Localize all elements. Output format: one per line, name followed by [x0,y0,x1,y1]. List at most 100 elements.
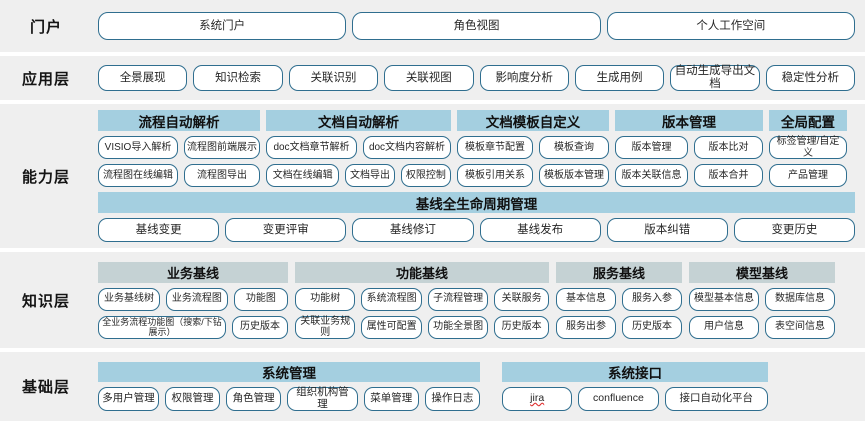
know-item-related-service[interactable]: 关联服务 [494,287,549,311]
application-row: 全景展现 知识检索 关联识别 关联视图 影响度分析 生成用例 自动生成导出文档 … [92,65,855,91]
cap-item-flow-frontend-display[interactable]: 流程图前端展示 [184,136,260,159]
layer-knowledge: 知识层 业务基线 业务基线树 业务流程图 功能图 全业务流程功能图（搜索/下钻展… [0,252,865,348]
portal-item-system-portal[interactable]: 系统门户 [98,12,347,40]
know-item-service-output-params[interactable]: 服务出参 [556,315,616,339]
cap-item-template-version-mgmt[interactable]: 模板版本管理 [539,164,609,187]
group-row: 产品管理 [769,164,847,187]
layer-capability: 能力层 流程自动解析 VISIO导入解析 流程图前端展示 流程图在线编辑 流程图… [0,104,865,248]
layer-body-base: 系统管理 多用户管理 权限管理 角色管理 组织机构管理 菜单管理 操作日志 系统… [92,352,865,421]
know-item-service-input-params[interactable]: 服务入参 [622,287,682,311]
cap-item-flow-export[interactable]: 流程图导出 [184,164,260,187]
cap-item-doc-chapter-parse[interactable]: doc文档章节解析 [266,136,357,159]
base-item-org-structure-mgmt[interactable]: 组织机构管理 [287,386,358,411]
cap-item-template-query[interactable]: 模板查询 [539,136,609,159]
know-item-user-info[interactable]: 用户信息 [689,315,759,339]
layer-label-base: 基础层 [21,379,70,396]
know-item-business-flowchart[interactable]: 业务流程图 [165,287,228,311]
knowledge-group-model-baseline: 模型基线 模型基本信息 数据库信息 用户信息 表空间信息 [689,261,835,339]
know-item-attribute-configurable[interactable]: 属性可配置 [361,315,422,339]
baseline-item-release[interactable]: 基线发布 [479,218,601,242]
group-row: 用户信息 表空间信息 [689,315,835,339]
group-row: 流程图在线编辑 流程图导出 [98,164,260,187]
base-item-role-mgmt[interactable]: 角色管理 [226,387,282,411]
group-header-service-baseline: 服务基线 [556,261,682,283]
cap-item-version-relation-info[interactable]: 版本关联信息 [615,164,688,187]
know-item-history-version-service[interactable]: 历史版本 [622,315,682,339]
capability-group-process-parse: 流程自动解析 VISIO导入解析 流程图前端展示 流程图在线编辑 流程图导出 [98,110,260,187]
know-item-function-panorama[interactable]: 功能全景图 [427,315,489,339]
cap-item-tag-mgmt-custom[interactable]: 标签管理/自定义 [769,136,847,159]
cap-item-template-reference[interactable]: 模板引用关系 [457,164,533,187]
group-row: 关联业务规则 属性可配置 功能全景图 历史版本 [295,315,549,339]
group-header-business-baseline: 业务基线 [98,261,288,283]
group-header-system-mgmt: 系统管理 [98,362,480,382]
base-group-system-mgmt: 系统管理 多用户管理 权限管理 角色管理 组织机构管理 菜单管理 操作日志 [98,362,480,411]
group-row: 基本信息 服务入参 [556,287,682,311]
know-item-database-info[interactable]: 数据库信息 [765,287,835,311]
know-item-tablespace-info[interactable]: 表空间信息 [765,315,835,339]
app-item-relation-identify[interactable]: 关联识别 [288,65,379,91]
cap-item-template-chapter-config[interactable]: 模板章节配置 [457,136,533,159]
baseline-item-change[interactable]: 基线变更 [98,218,220,242]
know-item-model-basic-info[interactable]: 模型基本信息 [689,287,759,311]
know-item-history-version-function[interactable]: 历史版本 [494,315,549,339]
layer-label-knowledge: 知识层 [21,292,70,310]
app-item-relation-view[interactable]: 关联视图 [384,65,474,91]
app-item-impact-analysis[interactable]: 影响度分析 [479,65,569,91]
base-item-permission-mgmt[interactable]: 权限管理 [164,387,221,411]
group-row: 文档在线编辑 文档导出 权限控制 [266,164,451,187]
app-item-stability-analysis[interactable]: 稳定性分析 [765,65,855,91]
knowledge-group-function-baseline: 功能基线 功能树 系统流程图 子流程管理 关联服务 关联业务规则 属性可配置 功… [295,261,549,339]
baseline-row: 基线变更 变更评审 基线修订 基线发布 版本纠错 变更历史 [98,218,856,242]
cap-item-visio-import-parse[interactable]: VISIO导入解析 [98,136,178,159]
know-item-full-business-flow-function-chart[interactable]: 全业务流程功能图（搜索/下钻展示） [98,315,226,339]
group-row: 功能树 系统流程图 子流程管理 关联服务 [295,287,549,311]
capability-group-version-mgmt: 版本管理 版本管理 版本比对 版本关联信息 版本合并 [615,110,763,187]
base-item-multi-user-mgmt[interactable]: 多用户管理 [98,387,159,411]
cap-item-product-mgmt[interactable]: 产品管理 [769,164,847,187]
group-row: 版本关联信息 版本合并 [615,164,763,187]
app-item-panorama[interactable]: 全景展现 [98,65,188,91]
portal-item-role-view[interactable]: 角色视图 [352,12,601,40]
know-item-subprocess-mgmt[interactable]: 子流程管理 [427,287,489,311]
capability-group-doc-parse: 文档自动解析 doc文档章节解析 doc文档内容解析 文档在线编辑 文档导出 权… [266,110,451,187]
knowledge-group-service-baseline: 服务基线 基本信息 服务入参 服务出参 历史版本 [556,261,682,339]
capability-baseline-block: 基线全生命周期管理 基线变更 变更评审 基线修订 基线发布 版本纠错 变更历史 [92,192,856,242]
cap-item-permission-control[interactable]: 权限控制 [400,164,451,187]
base-item-menu-mgmt[interactable]: 菜单管理 [363,387,419,411]
baseline-item-revise[interactable]: 基线修订 [352,218,474,242]
know-item-system-flowchart[interactable]: 系统流程图 [361,287,422,311]
cap-item-doc-content-parse[interactable]: doc文档内容解析 [363,136,451,159]
app-item-auto-export-doc[interactable]: 自动生成导出文档 [670,65,760,91]
app-item-generate-case[interactable]: 生成用例 [574,65,665,91]
baseline-item-version-correction[interactable]: 版本纠错 [606,218,728,242]
base-item-jira[interactable]: jira [502,387,573,411]
know-item-function-chart[interactable]: 功能图 [233,287,288,311]
base-group-system-interface: 系统接口 jira confluence 接口自动化平台 [502,362,769,411]
know-item-history-version-business[interactable]: 历史版本 [232,315,288,339]
layer-portal: 门户 系统门户 角色视图 个人工作空间 [0,0,865,52]
base-item-interface-automation-platform[interactable]: 接口自动化平台 [664,387,769,411]
baseline-item-change-review[interactable]: 变更评审 [225,218,347,242]
knowledge-groups: 业务基线 业务基线树 业务流程图 功能图 全业务流程功能图（搜索/下钻展示） 历… [92,261,855,339]
app-item-knowledge-search[interactable]: 知识检索 [193,65,283,91]
know-item-basic-info[interactable]: 基本信息 [556,287,616,311]
base-item-confluence[interactable]: confluence [578,387,659,411]
cap-item-version-compare[interactable]: 版本比对 [694,136,763,159]
cap-item-version-merge[interactable]: 版本合并 [694,164,763,187]
know-item-business-baseline-tree[interactable]: 业务基线树 [98,287,160,311]
cap-item-doc-export[interactable]: 文档导出 [345,164,395,187]
group-row: 模板章节配置 模板查询 [457,136,609,159]
layer-label-capability: 能力层 [21,168,70,186]
capability-groups: 流程自动解析 VISIO导入解析 流程图前端展示 流程图在线编辑 流程图导出 文… [92,110,855,187]
know-item-function-tree[interactable]: 功能树 [295,287,356,311]
cap-item-flow-online-edit[interactable]: 流程图在线编辑 [98,164,178,187]
base-item-operation-log[interactable]: 操作日志 [424,387,480,411]
portal-item-personal-workspace[interactable]: 个人工作空间 [606,12,855,40]
group-header-process-parse: 流程自动解析 [98,110,260,131]
cap-item-version-mgmt[interactable]: 版本管理 [615,136,688,159]
baseline-item-change-history[interactable]: 变更历史 [733,218,856,242]
cap-item-doc-online-edit[interactable]: 文档在线编辑 [266,164,340,187]
know-item-related-business-rule[interactable]: 关联业务规则 [295,315,356,339]
layer-body-capability: 流程自动解析 VISIO导入解析 流程图前端展示 流程图在线编辑 流程图导出 文… [92,104,865,248]
